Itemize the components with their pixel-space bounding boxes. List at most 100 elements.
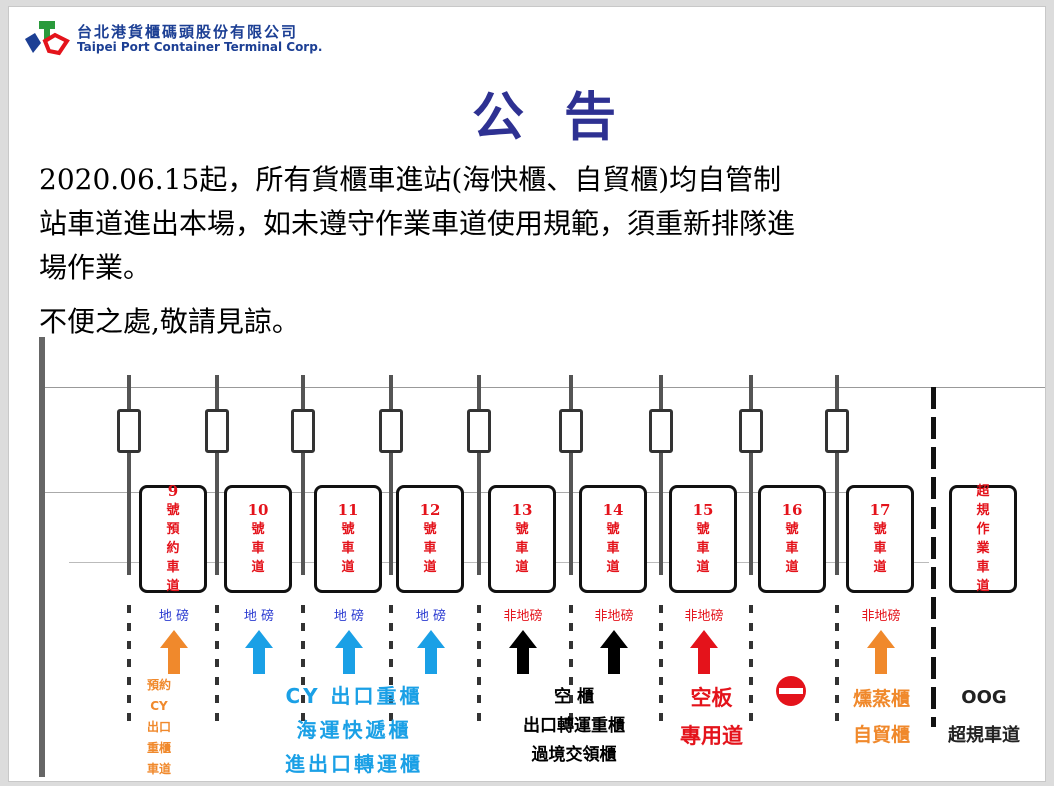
lane-sign: 超規作業車道	[949, 484, 1017, 594]
lane-divider-dashed	[215, 605, 219, 725]
lane-label: 號車道	[251, 522, 265, 575]
lane-divider	[835, 375, 839, 575]
weighbridge-label: 地 磅	[333, 609, 365, 624]
toll-booth-post	[205, 409, 229, 453]
group-empty-container: 空 櫃出口轉運重櫃過境交領櫃	[494, 683, 654, 770]
lane-oog: 超規作業車道	[949, 484, 1019, 621]
toll-booth-post	[291, 409, 315, 453]
group-text: 出口轉運重櫃	[523, 716, 625, 736]
lane-sign: 10 號車道	[224, 485, 292, 593]
lane-divider-dashed	[127, 605, 131, 725]
lane-13: 13 號車道 非地磅	[488, 485, 558, 674]
toll-booth-post	[559, 409, 583, 453]
group-text: 燻蒸櫃	[852, 688, 910, 710]
lane-label: 號車道	[423, 522, 437, 575]
weighbridge-label	[949, 605, 1019, 621]
group-text: CY	[150, 699, 168, 713]
toll-booth-post	[467, 409, 491, 453]
lane-15: 15 號車道 非地磅	[669, 485, 739, 674]
lane-divider	[659, 375, 663, 575]
lane-divider-dashed	[389, 605, 393, 725]
lane-label: 號預約車道	[166, 503, 180, 594]
group-text: 預約	[146, 678, 171, 692]
lane-label: 號車道	[606, 522, 620, 575]
lane-sign: 16 號車道	[758, 485, 826, 593]
lane-divider	[477, 375, 481, 575]
lane-divider-dashed	[749, 605, 753, 725]
body-line-2: 站車道進出本場，如未遵守作業車道使用規範，須重新排隊進	[39, 207, 796, 240]
lane-10: 10 號車道 地 磅	[224, 485, 294, 674]
lane-divider-dashed	[569, 605, 573, 725]
lane-divider-dashed	[659, 605, 663, 725]
lane-sign: 15 號車道	[669, 485, 737, 593]
weighbridge-label: 地 磅	[158, 609, 190, 624]
lane-divider	[127, 375, 131, 575]
toll-booth-post	[825, 409, 849, 453]
toll-booth-post	[739, 409, 763, 453]
lane-sign: 9 號預約車道	[139, 482, 207, 594]
group-text: 進出口轉運櫃	[285, 752, 423, 776]
lane-label: 號車道	[696, 522, 710, 575]
lane-11: 11 號車道 地 磅	[314, 485, 384, 674]
group-fumigation: 燻蒸櫃自貿櫃	[839, 681, 924, 753]
group-text: 超規車道	[948, 725, 1020, 746]
lane-9: 9 號預約車道 地 磅	[139, 482, 209, 674]
company-name-en: Taipei Port Container Terminal Corp.	[77, 40, 323, 54]
body-line-4: 不便之處,敬請見諒。	[39, 305, 300, 338]
company-logo	[25, 21, 70, 56]
lane-divider-dashed	[301, 605, 305, 725]
lane-number: 10	[247, 501, 269, 519]
lane-divider	[749, 375, 753, 575]
lane-number: 12	[419, 501, 441, 519]
body-line-3: 場作業。	[39, 251, 152, 284]
group-text: CY 出口重櫃	[285, 684, 423, 708]
weighbridge-label: 地 磅	[243, 609, 275, 624]
weighbridge-label: 非地磅	[684, 609, 724, 624]
group-oog: OOG 超規車道	[939, 679, 1029, 755]
lane-label: 號車道	[785, 522, 799, 575]
no-entry-icon	[776, 676, 806, 706]
group-empty-board: 空板專用道	[669, 679, 754, 755]
lane-label: 號車道	[341, 522, 355, 575]
group-text: 車道	[146, 762, 171, 776]
toll-booth-post	[117, 409, 141, 453]
lane-sign: 12 號車道	[396, 485, 464, 593]
company-name-zh: 台北港貨櫃碼頭股份有限公司	[77, 23, 299, 41]
weighbridge-label: 非地磅	[861, 609, 901, 624]
weighbridge-label	[758, 605, 828, 621]
weighbridge-label: 非地磅	[503, 609, 543, 624]
lane-number: 17	[869, 501, 891, 519]
lane-number: 11	[337, 501, 359, 519]
lane-divider	[215, 375, 219, 575]
group-text: 海運快遞櫃	[296, 718, 412, 742]
lane-number: 15	[692, 501, 714, 519]
lane-12: 12 號車道 地 磅	[396, 485, 466, 674]
group-text: 空板	[690, 686, 733, 710]
lane-16: 16 號車道	[758, 485, 828, 621]
group-text: 自貿櫃	[852, 724, 910, 746]
toll-booth-post	[649, 409, 673, 453]
group-text: OOG	[961, 687, 1007, 708]
page-title: 公告	[471, 87, 656, 148]
lane-number: 16	[781, 501, 803, 519]
lane-diagram: 9 號預約車道 地 磅 10 號車道 地 磅 11 號車道 地 磅 12 號車道…	[9, 7, 1047, 783]
body-line-1: 2020.06.15起，所有貨櫃車進站(海快櫃、自貿櫃)均自管制	[39, 163, 782, 196]
lane-number: 14	[602, 501, 624, 519]
lane-sign: 13 號車道	[488, 485, 556, 593]
lane-divider	[301, 375, 305, 575]
group-text: 出口	[146, 720, 171, 734]
group-text: 空 櫃	[554, 687, 594, 707]
lane-14: 14 號車道 非地磅	[579, 485, 649, 674]
group-cy-export: CY 出口重櫃海運快遞櫃進出口轉運櫃	[239, 679, 469, 781]
lane-number: 13	[511, 501, 533, 519]
lane-divider	[389, 375, 393, 575]
lane-sign: 11 號車道	[314, 485, 382, 593]
lane-sign: 14 號車道	[579, 485, 647, 593]
lane-divider-dashed	[477, 605, 481, 725]
weighbridge-label: 地 磅	[415, 609, 447, 624]
announcement-slide: 台北港貨櫃碼頭股份有限公司 Taipei Port Container Term…	[8, 6, 1046, 782]
lane-17: 17 號車道 非地磅	[846, 485, 916, 674]
group-text: 過境交領櫃	[531, 745, 617, 765]
lane-sign: 17 號車道	[846, 485, 914, 593]
